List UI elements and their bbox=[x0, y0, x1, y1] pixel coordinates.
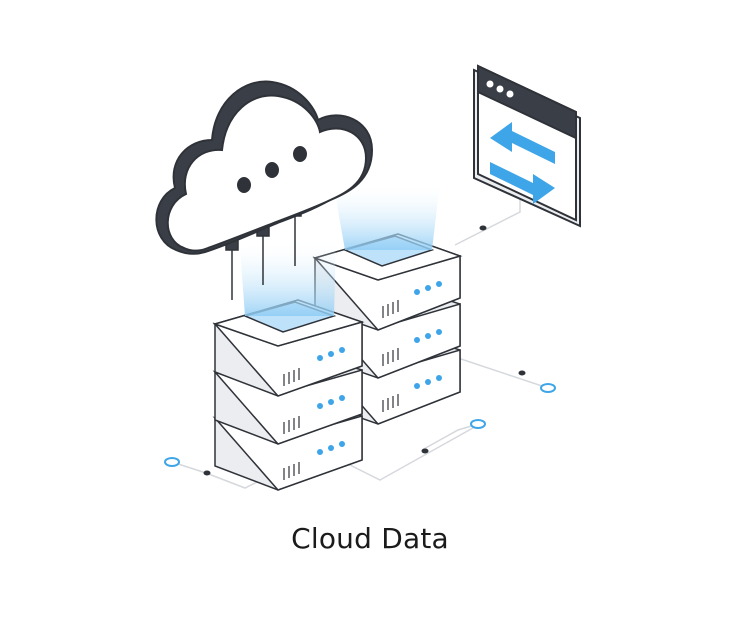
server-unit bbox=[212, 299, 365, 397]
node-dot bbox=[164, 457, 180, 467]
browser-window-icon bbox=[473, 64, 581, 228]
node-dot bbox=[421, 448, 429, 454]
cloud-icon bbox=[155, 80, 374, 255]
network-nodes bbox=[164, 225, 556, 476]
node-dot bbox=[470, 419, 486, 429]
illustration-caption: Cloud Data bbox=[291, 522, 449, 555]
data-beam-front bbox=[240, 238, 336, 316]
node-dot bbox=[479, 225, 487, 231]
data-beam-back bbox=[333, 182, 440, 250]
node-dot bbox=[540, 383, 556, 393]
server-unit bbox=[312, 233, 463, 331]
sync-arrows-icon bbox=[490, 122, 555, 204]
node-dot bbox=[203, 470, 211, 476]
server-stack-front bbox=[212, 238, 365, 491]
node-dot bbox=[518, 370, 526, 376]
